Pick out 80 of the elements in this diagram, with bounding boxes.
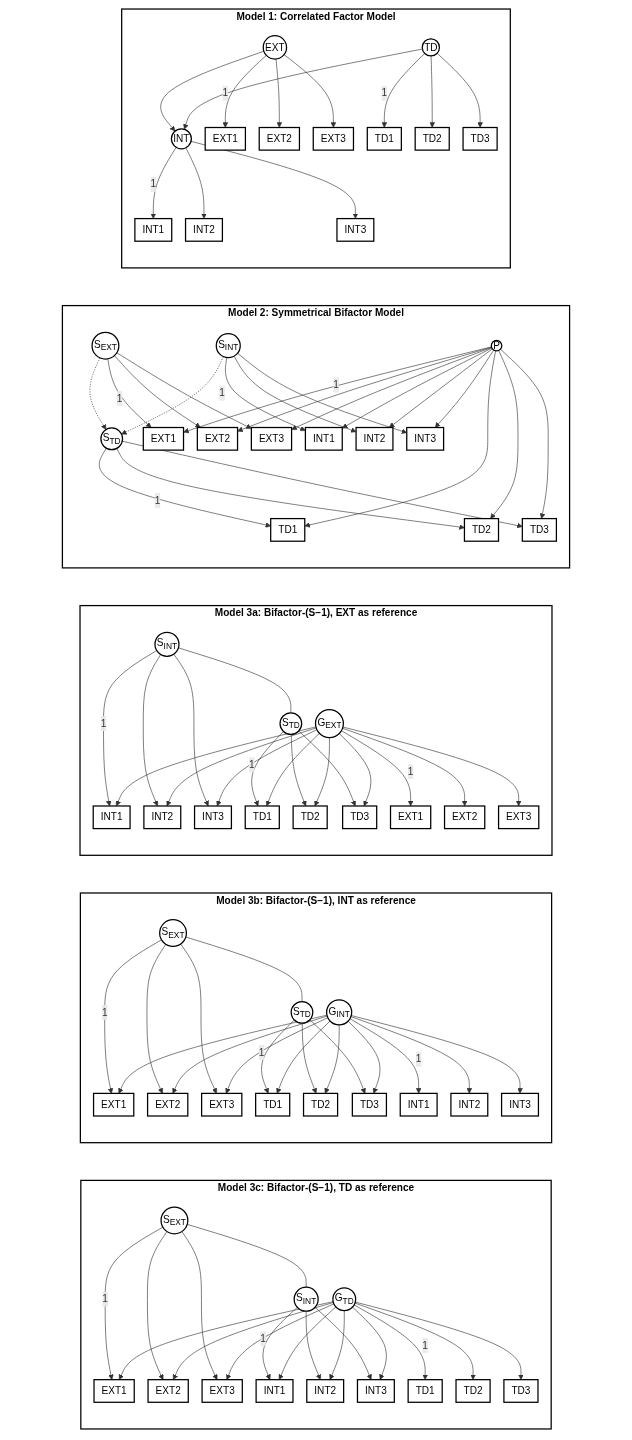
edge-label: 1 [422, 1339, 428, 1351]
node-box: EXT1 [204, 126, 247, 151]
edge-label: 1 [381, 87, 388, 99]
node-circle: S$_{TD}$ [279, 712, 303, 736]
node-box: TD2 [302, 1092, 339, 1117]
edge-label: 1 [154, 494, 161, 506]
node-box: INT3 [500, 1092, 540, 1117]
node-box: EXT1 [92, 1092, 135, 1117]
edge-label: 1 [100, 717, 107, 729]
node-box: EXT3 [312, 126, 355, 151]
node-box: INT2 [450, 1092, 489, 1117]
node-box: TD2 [292, 805, 328, 830]
node-circle: S$_{TD}$ [290, 1000, 314, 1024]
edge-label: 1 [258, 1046, 265, 1058]
edge-label: 1 [102, 1293, 108, 1305]
edge-label: 1 [333, 379, 339, 390]
edge-label: 1 [150, 178, 157, 190]
node-box: EXT3 [201, 1379, 243, 1403]
node-box: EXT2 [196, 426, 239, 451]
connector [185, 936, 303, 1002]
node-box: EXT2 [146, 1092, 189, 1117]
node-box: EXT2 [443, 805, 486, 830]
node-box: TD1 [255, 1092, 291, 1117]
node-circle: EXT [262, 35, 288, 60]
node-box: TD2 [414, 126, 450, 151]
node-circle: TD [421, 38, 441, 57]
node-box: TD1 [270, 517, 306, 542]
node-box: INT3 [356, 1379, 395, 1403]
node-circle: S$_{INT}$ [215, 333, 241, 359]
edge-label: 1 [415, 1053, 422, 1065]
node-box: INT3 [336, 217, 375, 242]
node-circle: P [490, 339, 503, 352]
node-box: INT1 [92, 805, 131, 830]
edge-label: 1 [101, 1006, 108, 1018]
connector [186, 1224, 307, 1288]
node-box: EXT2 [258, 126, 301, 151]
node-box: EXT1 [389, 805, 432, 830]
node-box: TD1 [366, 126, 402, 151]
node-box: INT2 [143, 805, 182, 830]
node-box: INT1 [304, 426, 343, 451]
node-box: EXT1 [142, 426, 185, 451]
node-box: INT2 [184, 217, 224, 242]
node-box: TD2 [455, 1379, 491, 1403]
node-circle: INT [170, 128, 192, 150]
node-box: TD3 [342, 805, 378, 830]
connector [178, 647, 292, 714]
node-box: EXT3 [497, 805, 540, 830]
node-circle: S$_{INT}$ [154, 631, 180, 657]
node-box: INT1 [255, 1379, 294, 1403]
node-box: TD1 [407, 1379, 443, 1403]
node-box: EXT3 [201, 1092, 243, 1117]
node-circle: S$_{EXT}$ [160, 1206, 189, 1235]
edge-label: 1 [219, 387, 225, 399]
node-circle: G$_{EXT}$ [314, 709, 344, 739]
node-circle: S$_{INT}$ [293, 1286, 319, 1312]
edge-label: 1 [260, 1333, 266, 1344]
node-box: TD3 [351, 1092, 388, 1117]
edge-label: 1 [249, 759, 255, 770]
node-circle: S$_{TD}$ [100, 427, 124, 451]
node-box: TD3 [521, 517, 558, 542]
node-box: INT2 [355, 426, 394, 451]
node-box: INT3 [406, 426, 445, 451]
node-box: EXT1 [93, 1379, 135, 1403]
node-box: EXT3 [250, 426, 293, 451]
node-box: EXT2 [147, 1379, 189, 1403]
node-box: INT3 [193, 805, 233, 830]
node-circle: G$_{INT}$ [326, 999, 353, 1026]
edge-label: 1 [407, 766, 414, 777]
node-box: INT2 [306, 1379, 345, 1403]
node-box: TD2 [463, 517, 500, 542]
node-circle: G$_{TD}$ [332, 1287, 357, 1312]
node-box: TD1 [244, 805, 280, 830]
edge-label: 1 [116, 392, 123, 404]
node-circle: S$_{EXT}$ [91, 331, 120, 360]
node-box: TD3 [503, 1379, 539, 1403]
node-box: TD3 [462, 126, 498, 151]
node-box: INT1 [399, 1092, 438, 1117]
edge-label: 1 [222, 87, 229, 99]
node-circle: S$_{EXT}$ [159, 919, 188, 948]
node-box: INT1 [134, 217, 173, 242]
